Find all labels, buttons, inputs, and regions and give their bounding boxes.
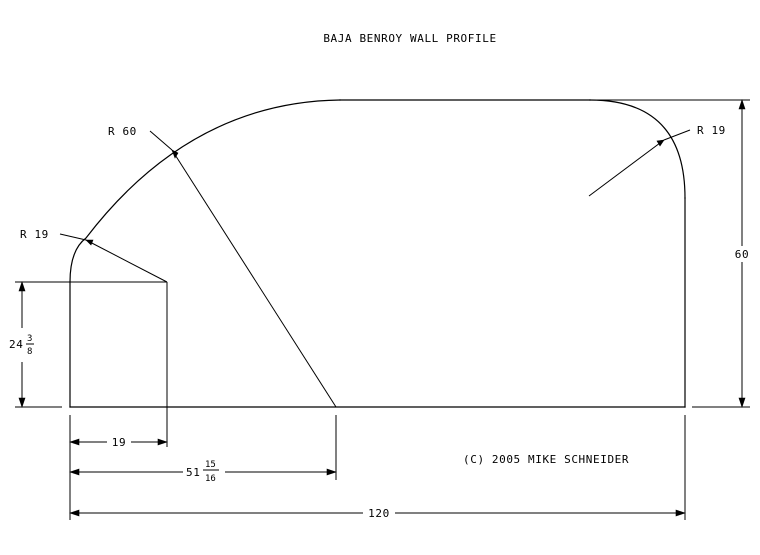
left-height-denominator: 8 <box>27 347 32 357</box>
width-120-text-mask <box>363 505 395 520</box>
copyright-text: (C) 2005 MIKE SCHNEIDER <box>463 453 629 466</box>
left-height-text-mask <box>8 328 38 362</box>
radius-r19-left-leader: R 19 <box>20 228 168 283</box>
left-curve <box>69 99 341 283</box>
width-51-arrow-right <box>326 468 337 476</box>
dim-right-height: 60 <box>590 99 752 408</box>
width-19-label: 19 <box>112 436 126 449</box>
r19-right-leader-line <box>663 129 691 141</box>
drawing-title: BAJA BENROY WALL PROFILE <box>323 32 496 45</box>
left-height-arrow-top <box>18 281 26 292</box>
left-height-whole: 24 <box>9 338 23 351</box>
radius-r60-leader: R 60 <box>108 125 337 408</box>
right-fillet <box>589 99 686 199</box>
right-height-text-mask <box>732 246 752 262</box>
dim-width-120: 120 <box>69 415 686 520</box>
left-height-arrow-bottom <box>18 397 26 408</box>
r19-left-leader-line <box>59 233 87 241</box>
width-19-arrow-left <box>69 438 80 446</box>
width-51-denominator: 16 <box>205 474 216 484</box>
width-51-arrow-left <box>69 468 80 476</box>
r19-right-radius-line <box>588 139 665 197</box>
width-51-numerator: 15 <box>205 460 216 470</box>
width-120-arrow-left <box>69 509 80 517</box>
r60-arrowhead <box>171 149 179 159</box>
r19-right-label: R 19 <box>697 124 726 137</box>
width-19-text-mask <box>107 434 131 449</box>
right-height-arrow-bottom <box>738 397 746 408</box>
width-51-whole: 51 <box>186 466 200 479</box>
width-51-text-mask <box>183 458 225 484</box>
r60-radius-line <box>171 149 337 408</box>
profile-outline <box>69 99 686 408</box>
dim-width-19: 19 <box>69 415 168 520</box>
r19-left-arrowhead <box>85 239 94 246</box>
dim-left-height: 24 3 8 <box>8 281 167 408</box>
r60-leader-line <box>149 130 173 151</box>
r19-left-radius-line <box>85 239 168 283</box>
r19-right-arrowhead <box>656 139 665 147</box>
r19-left-label: R 19 <box>20 228 49 241</box>
right-height-label: 60 <box>735 248 749 261</box>
width-120-label: 120 <box>368 507 390 520</box>
radius-r19-right-leader: R 19 <box>588 124 726 197</box>
r60-label: R 60 <box>108 125 137 138</box>
width-120-arrow-right <box>675 509 686 517</box>
width-19-arrow-right <box>157 438 168 446</box>
right-height-arrow-top <box>738 99 746 110</box>
left-height-numerator: 3 <box>27 334 32 344</box>
dim-width-51: 51 15 16 <box>69 415 337 484</box>
